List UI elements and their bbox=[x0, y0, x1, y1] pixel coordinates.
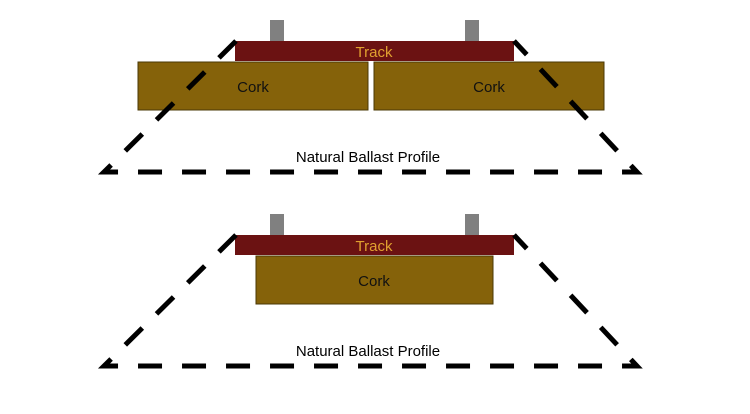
rail-left bbox=[270, 214, 284, 236]
rail-left bbox=[270, 20, 284, 42]
cork-center bbox=[255, 255, 494, 305]
cork-right bbox=[373, 61, 605, 111]
ballast-profile-outline bbox=[97, 39, 643, 175]
cork-left-label: Cork bbox=[237, 79, 269, 96]
track bbox=[235, 41, 514, 61]
track-label: Track bbox=[356, 44, 393, 61]
cork-left bbox=[137, 61, 369, 111]
track bbox=[235, 235, 514, 255]
cork-right-label: Cork bbox=[473, 79, 505, 96]
track-label: Track bbox=[356, 238, 393, 255]
rail-right bbox=[465, 20, 479, 42]
diagram-split-cork: Cork Cork Track Natural Ballast Profile bbox=[97, 20, 643, 175]
ballast-profile-label: Natural Ballast Profile bbox=[296, 343, 440, 360]
diagram-single-cork: Cork Track Natural Ballast Profile bbox=[97, 214, 643, 369]
cork-center-label: Cork bbox=[358, 273, 390, 290]
ballast-profile-outline bbox=[97, 233, 643, 369]
ballast-profile-label: Natural Ballast Profile bbox=[296, 149, 440, 166]
rail-right bbox=[465, 214, 479, 236]
